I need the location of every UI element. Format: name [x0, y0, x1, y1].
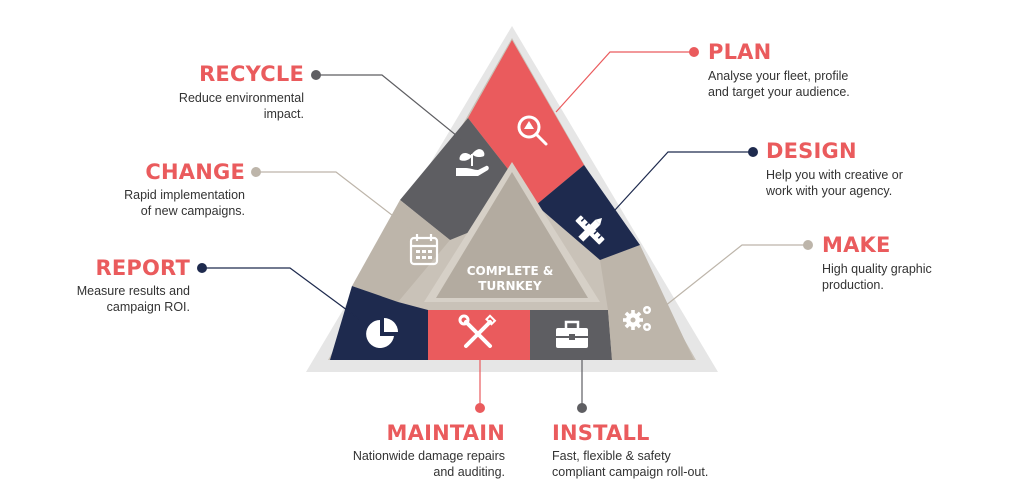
dot-maintain: [475, 403, 485, 413]
dot-make: [803, 240, 813, 250]
step-report: REPORT Measure results and campaign ROI.: [30, 258, 190, 315]
dot-change: [251, 167, 261, 177]
connector-design: [603, 151, 753, 223]
step-title: REPORT: [95, 256, 190, 280]
step-title: RECYCLE: [199, 62, 304, 86]
segment-make: [600, 245, 694, 360]
step-install: INSTALL Fast, flexible & safety complian…: [552, 423, 762, 480]
gears-icon: [623, 306, 651, 331]
connector-plan: [555, 51, 694, 113]
step-description: Nationwide damage repairs and auditing.: [352, 449, 505, 479]
step-plan: PLAN Analyse your fleet, profile and tar…: [708, 42, 918, 100]
step-title: CHANGE: [145, 160, 245, 184]
connector-change: [256, 171, 415, 233]
step-description: Analyse your fleet, profile and target y…: [708, 69, 850, 99]
plant-hand-icon: [456, 149, 489, 176]
connector-lines: [202, 51, 808, 408]
step-title: MAKE: [822, 233, 891, 257]
step-description: Rapid implementation of new campaigns.: [124, 188, 245, 218]
step-description: Reduce environmental impact.: [178, 91, 304, 121]
dot-install: [577, 403, 587, 413]
dot-plan: [689, 47, 699, 57]
step-description: Help you with creative or work with your…: [766, 168, 903, 198]
calendar-icon: [409, 234, 439, 266]
step-design: DESIGN Help you with creative or work wi…: [766, 141, 966, 199]
step-title: MAINTAIN: [386, 421, 505, 445]
pie-chart-icon: [366, 318, 398, 348]
step-title: PLAN: [708, 40, 772, 64]
step-description: High quality graphic production.: [822, 262, 932, 292]
segment-design: [536, 165, 640, 260]
connector-make: [659, 244, 808, 311]
step-description: Fast, flexible & safety compliant campai…: [552, 449, 709, 479]
step-title: DESIGN: [766, 139, 857, 163]
step-description: Measure results and campaign ROI.: [76, 284, 190, 314]
ruler-pencil-icon: [575, 215, 605, 245]
connector-report: [202, 267, 375, 331]
dot-report: [197, 263, 207, 273]
step-make: MAKE High quality graphic production.: [822, 235, 1002, 293]
step-maintain: MAINTAIN Nationwide damage repairs and a…: [300, 423, 505, 480]
step-title: INSTALL: [552, 421, 650, 445]
dot-recycle: [311, 70, 321, 80]
wrench-screwdriver-icon: [458, 314, 497, 348]
step-recycle: RECYCLE Reduce environmental impact.: [130, 64, 304, 122]
segment-plan: [468, 40, 584, 205]
dot-design: [748, 147, 758, 157]
connector-recycle: [316, 74, 463, 141]
segment-change: [352, 200, 450, 302]
inner-triangle: [436, 172, 588, 298]
step-change: CHANGE Rapid implementation of new campa…: [70, 162, 245, 219]
magnifier-icon: [517, 115, 548, 146]
center-label: COMPLETE & TURNKEY: [466, 264, 554, 293]
toolbox-icon: [556, 320, 588, 348]
